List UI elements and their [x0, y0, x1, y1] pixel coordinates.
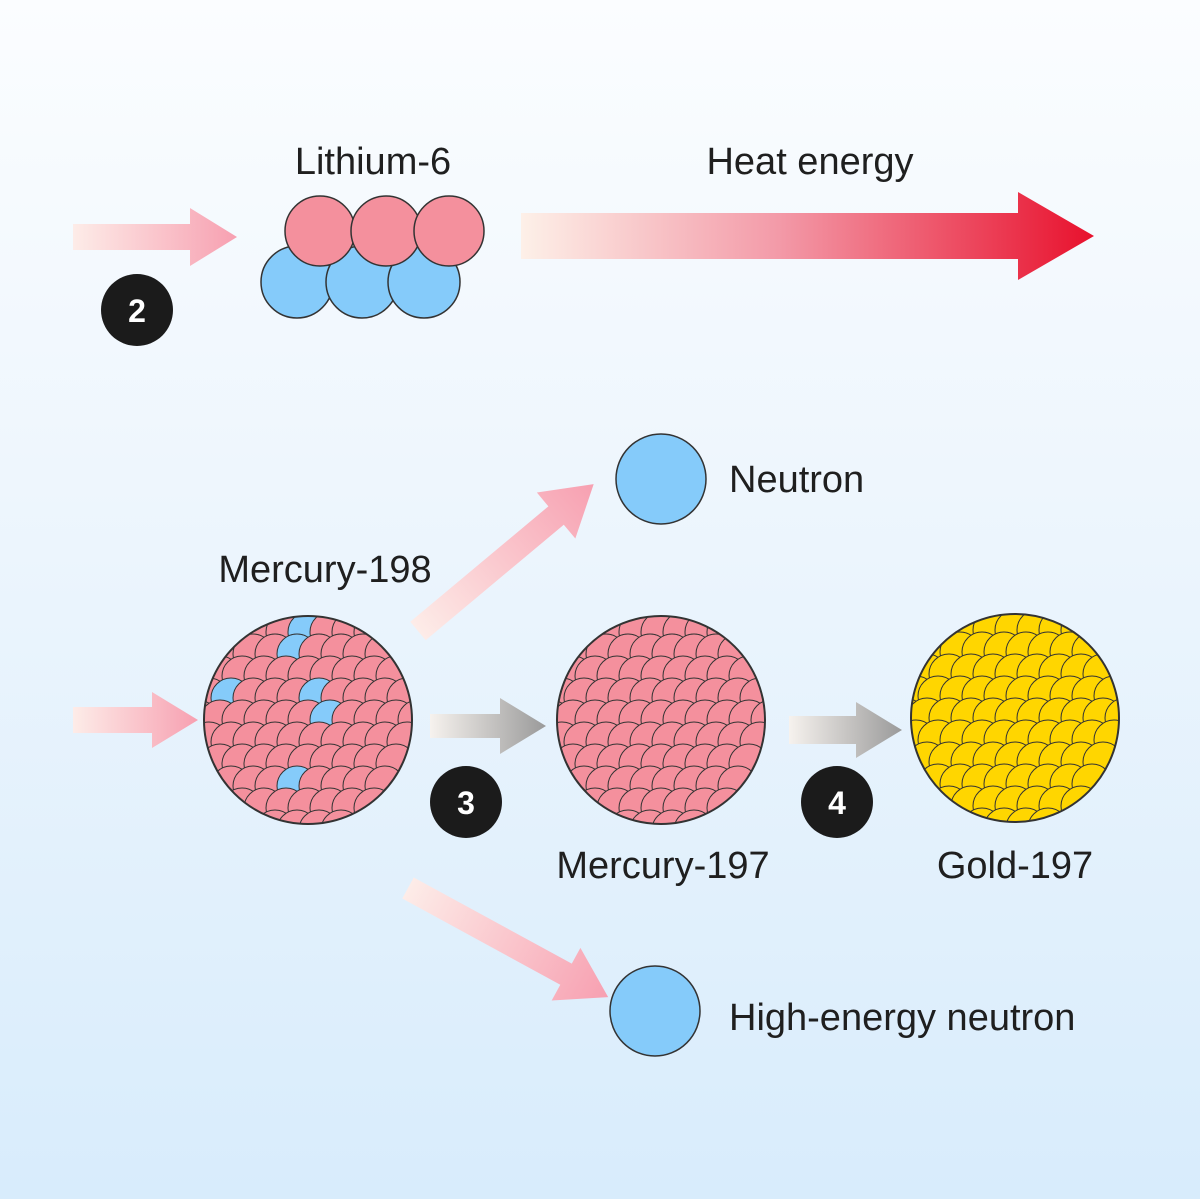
svg-text:4: 4: [828, 785, 846, 821]
mercury-197-label: Mercury-197: [556, 845, 769, 887]
step-badge-3: 3: [430, 766, 502, 838]
mercury-198-label: Mercury-198: [218, 549, 431, 591]
high-energy-neutron-arrow: [402, 877, 609, 1001]
nucleus-proton: [320, 809, 362, 824]
arrow-to-mercury-197: [430, 698, 546, 754]
gold-197-label: Gold-197: [937, 845, 1093, 887]
gold-197-nucleus: [910, 613, 1120, 823]
mercury-197-nucleus: [556, 615, 766, 825]
lithium-proton: [284, 195, 356, 267]
lithium-6-nucleus: [260, 195, 485, 319]
heat-energy-label: Heat energy: [706, 141, 913, 183]
neutron-particle: [615, 433, 707, 525]
input-arrow-middle: [73, 692, 198, 748]
arrow-to-gold-197: [789, 702, 902, 758]
step-badge-2: 2: [101, 274, 173, 346]
neutron-arrow: [410, 484, 594, 641]
nucleus-proton: [673, 809, 715, 824]
lithium-proton: [350, 195, 422, 267]
heat-energy-arrow: [521, 192, 1094, 280]
input-arrow-top: [73, 208, 237, 266]
mercury-198-nucleus: [203, 615, 413, 825]
lithium-6-label: Lithium-6: [295, 141, 451, 183]
nucleus-nucleon: [1027, 807, 1069, 822]
high-energy-neutron-particle: [609, 965, 701, 1057]
high-energy-neutron-label: High-energy neutron: [729, 997, 1075, 1039]
neutron-label: Neutron: [729, 459, 864, 501]
svg-text:3: 3: [457, 785, 475, 821]
nucleus-proton: [353, 787, 395, 824]
nucleus-proton: [706, 787, 748, 824]
svg-text:2: 2: [128, 293, 146, 329]
nucleus-nucleon: [1060, 785, 1102, 822]
lithium-proton: [413, 195, 485, 267]
step-badge-4: 4: [801, 766, 873, 838]
